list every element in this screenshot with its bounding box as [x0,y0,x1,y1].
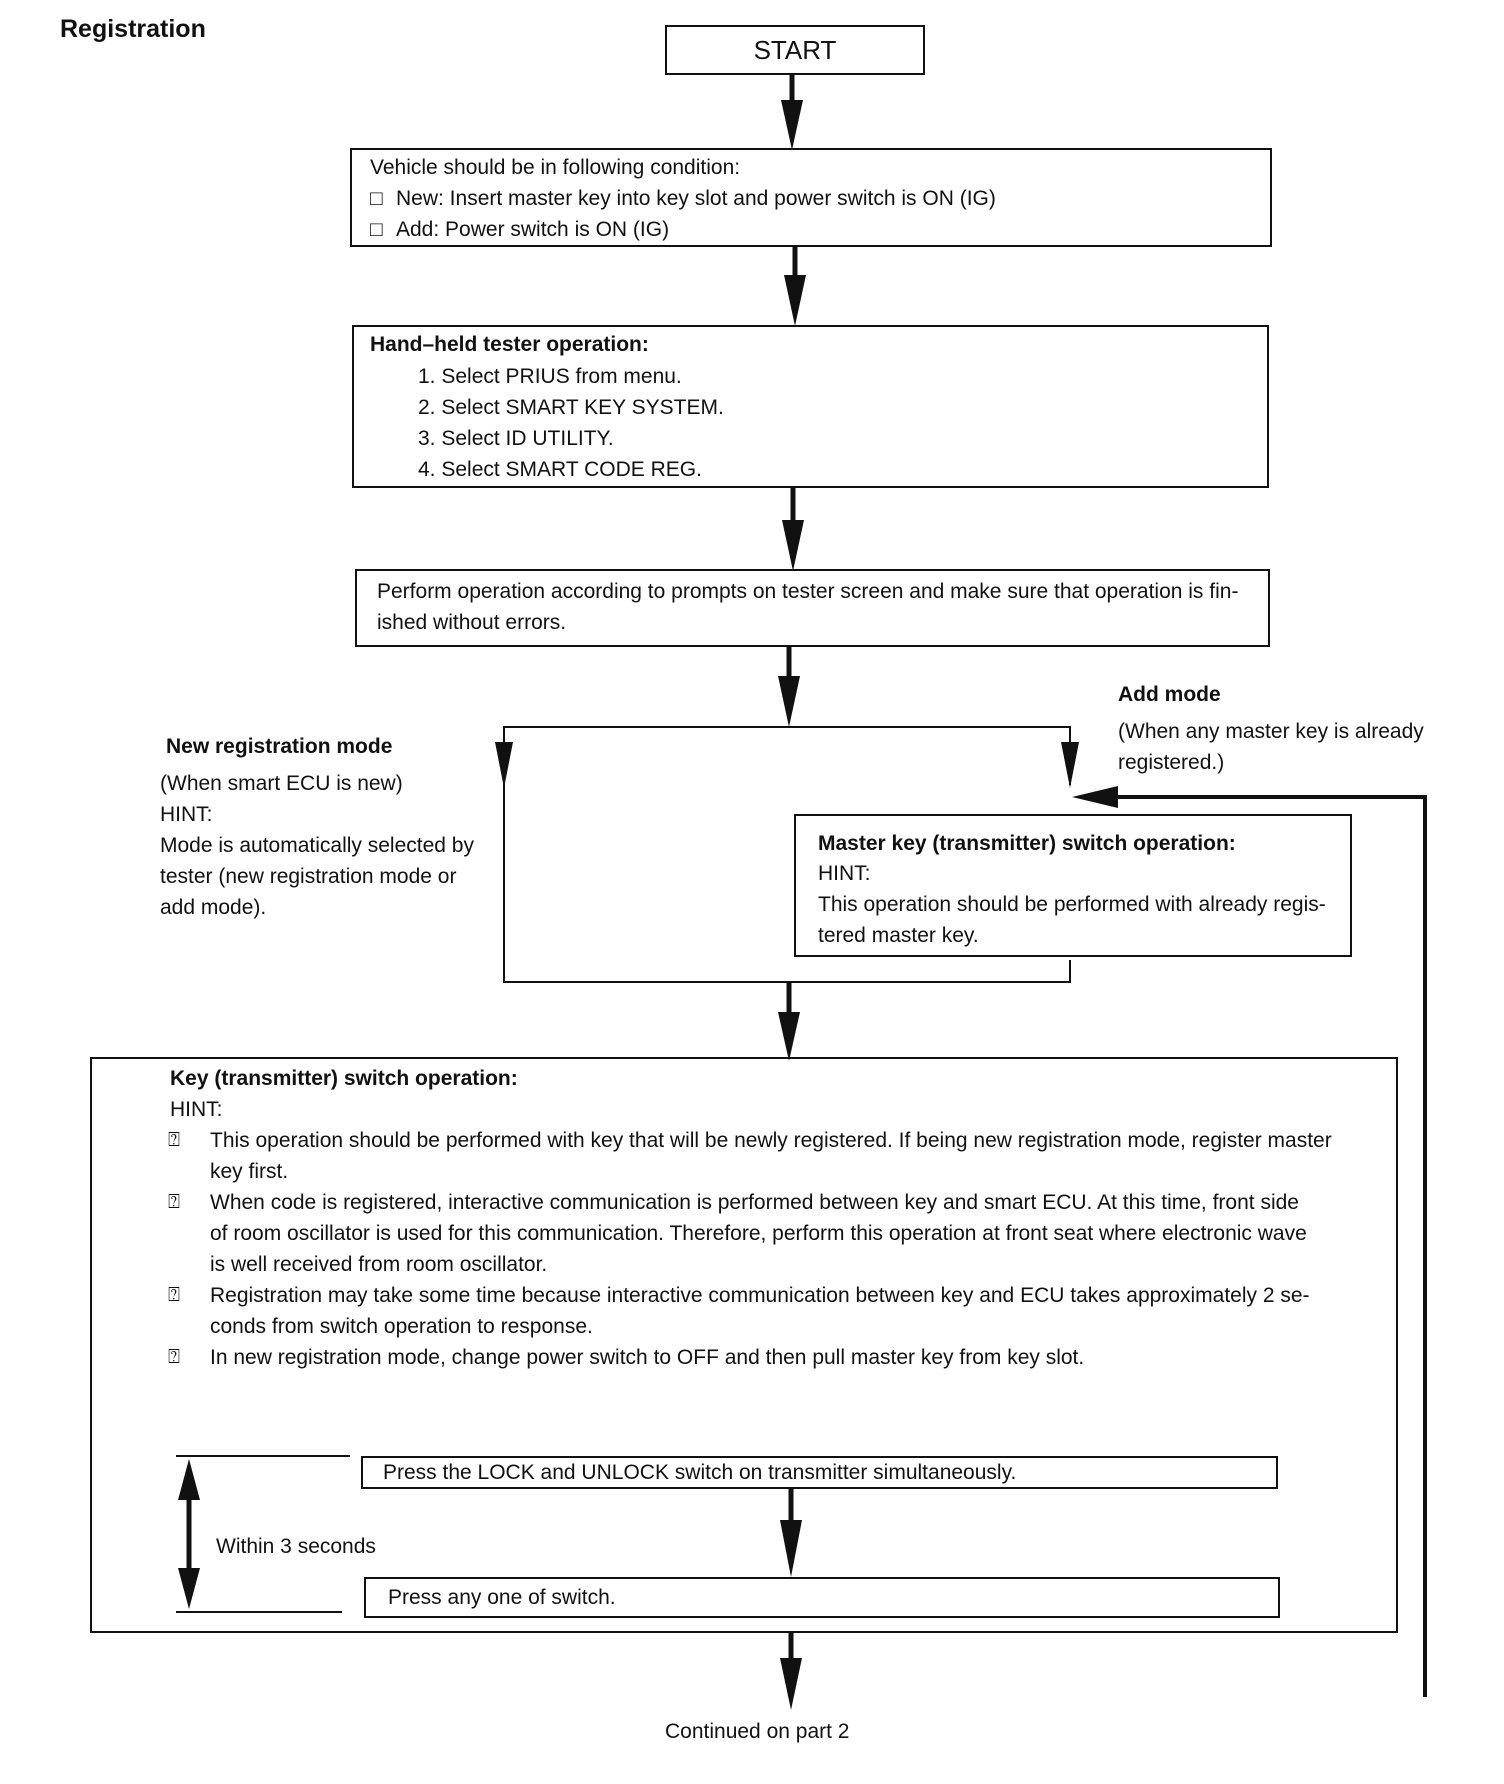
perform-line-1: Perform operation according to prompts o… [377,580,1239,603]
tester-operation-box: Hand–held tester operation: 1. Select PR… [352,325,1269,488]
arrow-perform-to-split [778,647,800,727]
condition-heading: Vehicle should be in following condition… [370,156,741,179]
press-lock-unlock-box: Press the LOCK and UNLOCK switch on tran… [361,1456,1278,1489]
bullet-icon: ⍰ [168,1346,180,1368]
tester-step-4: 4. Select SMART CODE REG. [418,458,702,481]
bullet-icon: ⍰ [168,1129,180,1151]
new-mode-line: add mode). [160,896,267,919]
press-any-switch-text: Press any one of switch. [388,1586,616,1609]
tester-heading: Hand–held tester operation: [370,333,649,356]
condition-item-add: Add: Power switch is ON (IG) [396,218,670,241]
arrow-condition-to-tester [784,247,806,326]
arrow-start-to-condition [781,74,803,150]
perform-box: Perform operation according to prompts o… [355,569,1270,647]
bullet-3-line: conds from switch operation to response. [210,1315,593,1338]
bullet-icon: ⍰ [168,1284,180,1306]
press-any-switch-box: Press any one of switch. [364,1577,1280,1618]
new-mode-line: HINT: [160,803,213,826]
bullet-2-line: is well received from room oscillator. [210,1253,548,1276]
master-key-line: tered master key. [818,924,979,947]
page-title: Registration [60,15,206,43]
condition-box: Vehicle should be in following condition… [350,148,1272,247]
new-mode-line: tester (new registration mode or [160,865,457,888]
bullet-1-line: key first. [210,1160,289,1183]
bullet-1-line: This operation should be performed with … [210,1129,1332,1152]
key-switch-box: Key (transmitter) switch operation: HINT… [90,1057,1398,1633]
add-mode-line: (When any master key is already [1118,720,1424,743]
master-key-line: This operation should be performed with … [818,893,1326,916]
new-mode-line: Mode is automatically selected by [160,834,474,857]
arrow-tester-to-perform [782,488,804,571]
bullet-2-line: of room oscillator is used for this comm… [210,1222,1307,1245]
tester-step-2: 2. Select SMART KEY SYSTEM. [418,396,724,419]
bullet-icon: ⍰ [168,1191,180,1213]
press-lock-unlock-text: Press the LOCK and UNLOCK switch on tran… [383,1461,1017,1484]
master-key-heading: Master key (transmitter) switch operatio… [818,832,1236,855]
bullet-2-line: When code is registered, interactive com… [210,1191,1299,1214]
arrow-lock-to-any [780,1489,802,1577]
new-mode-heading: New registration mode [166,735,393,758]
key-switch-heading: Key (transmitter) switch operation: [170,1067,518,1090]
new-mode-line: (When smart ECU is new) [160,772,403,795]
return-loop-arrow [1072,786,1427,1697]
condition-item-new: New: Insert master key into key slot and… [396,187,996,210]
perform-line-2: ished without errors. [377,611,567,634]
checkbox-icon: □ [370,218,383,241]
bullet-4-line: In new registration mode, change power s… [210,1346,1085,1369]
continued-label: Continued on part 2 [665,1720,850,1743]
add-mode-line: registered.) [1118,751,1225,774]
checkbox-icon: □ [370,187,383,210]
within-3-seconds-label: Within 3 seconds [216,1535,376,1558]
bullet-3-line: Registration may take some time because … [210,1284,1310,1307]
start-label: START [753,34,837,65]
tester-step-3: 3. Select ID UTILITY. [418,427,614,450]
master-key-line: HINT: [818,862,871,885]
arrow-keyswitch-to-continued [780,1633,802,1710]
tester-step-1: 1. Select PRIUS from menu. [418,365,682,388]
add-mode-heading: Add mode [1118,683,1221,706]
master-key-box: Master key (transmitter) switch operatio… [794,814,1352,957]
key-switch-hint: HINT: [170,1098,223,1121]
within-3-seconds-bracket [176,1455,350,1613]
arrow-split-to-keyswitch [778,982,800,1061]
start-box: START [665,25,925,75]
